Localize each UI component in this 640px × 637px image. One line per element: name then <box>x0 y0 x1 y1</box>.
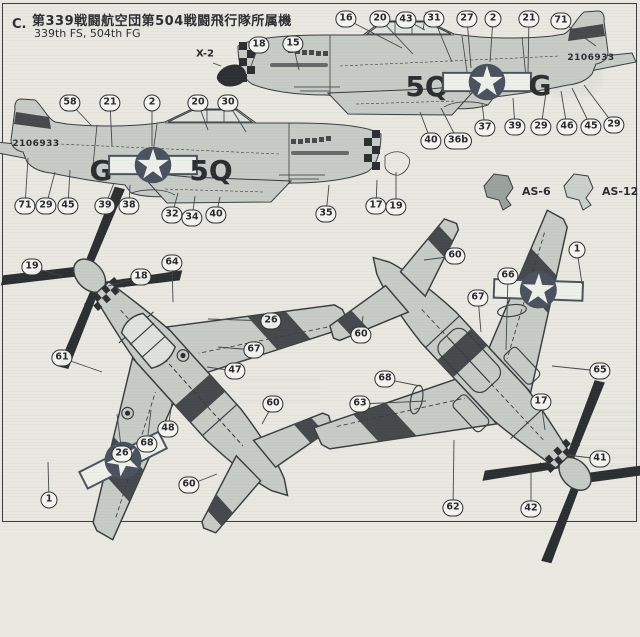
spinner-part <box>214 60 247 88</box>
spray-can-icon <box>483 173 514 211</box>
canopy <box>120 312 177 370</box>
page-subtitle: 339th FS, 504th FG <box>34 27 141 40</box>
gear-door <box>503 346 541 385</box>
spinner-icon <box>216 64 247 87</box>
radiator-scoop <box>437 327 502 393</box>
bottom-plan-view <box>232 124 640 637</box>
gear-door <box>452 394 490 433</box>
aircraft-letter: G <box>529 69 552 102</box>
top-plan-view <box>0 114 430 627</box>
tail-serial: 2106933 <box>567 53 614 63</box>
page-title: 第339戦闘航空団第504戦闘飛行隊所属機 <box>32 14 292 29</box>
spray-can-icon <box>563 173 594 211</box>
detached-spinner-outline <box>384 151 410 176</box>
filler-cap <box>121 406 134 420</box>
paint-code: AS-6 <box>522 185 551 198</box>
sheet-border <box>2 3 637 522</box>
filler-cap <box>176 349 190 362</box>
paint-code: AS-12 <box>602 185 638 198</box>
header: C. 第339戦闘航空団第504戦闘飛行隊所属機 339th FS, 504th… <box>12 10 412 44</box>
squadron-code: 5Q <box>405 70 448 103</box>
wing-rack <box>497 303 527 318</box>
squadron-code: 5Q <box>189 154 232 187</box>
aircraft-letter: G <box>90 154 113 187</box>
tail-serial: 2106933 <box>12 139 59 149</box>
paint-key: AS-6 AS-12 <box>478 168 638 212</box>
side-view-left: G 5Q 2106933 <box>0 96 419 218</box>
scheme-index: C. <box>12 17 27 32</box>
star-insignia <box>492 268 585 311</box>
